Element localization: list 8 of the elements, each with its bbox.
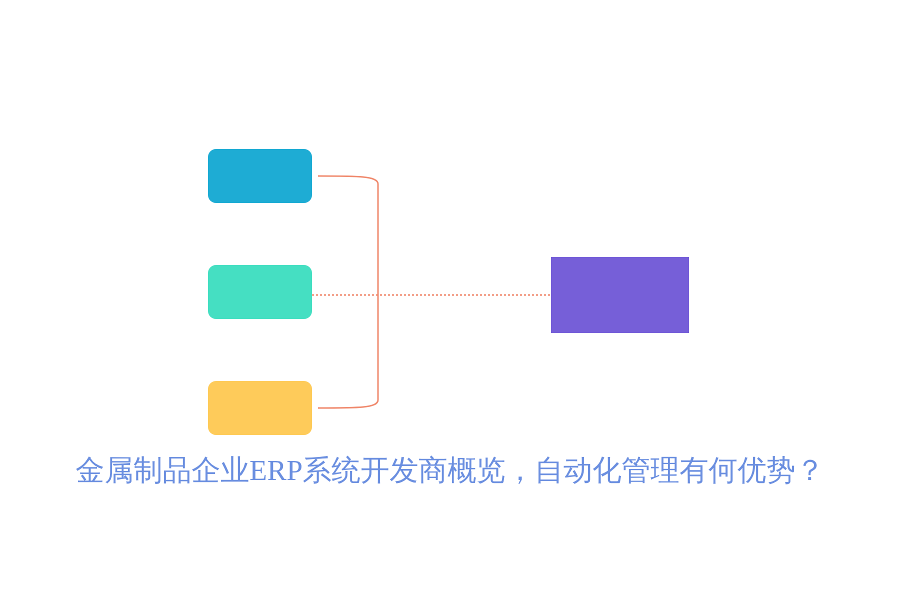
color-box xyxy=(551,257,689,333)
bracket-connector xyxy=(318,295,379,409)
color-box xyxy=(208,381,312,435)
color-box xyxy=(208,265,312,319)
connector-line xyxy=(312,294,551,296)
title: 金属制品企业ERP系统开发商概览，自动化管理有何优势？ xyxy=(75,455,825,487)
bracket-connector xyxy=(318,175,379,295)
color-box xyxy=(208,149,312,203)
